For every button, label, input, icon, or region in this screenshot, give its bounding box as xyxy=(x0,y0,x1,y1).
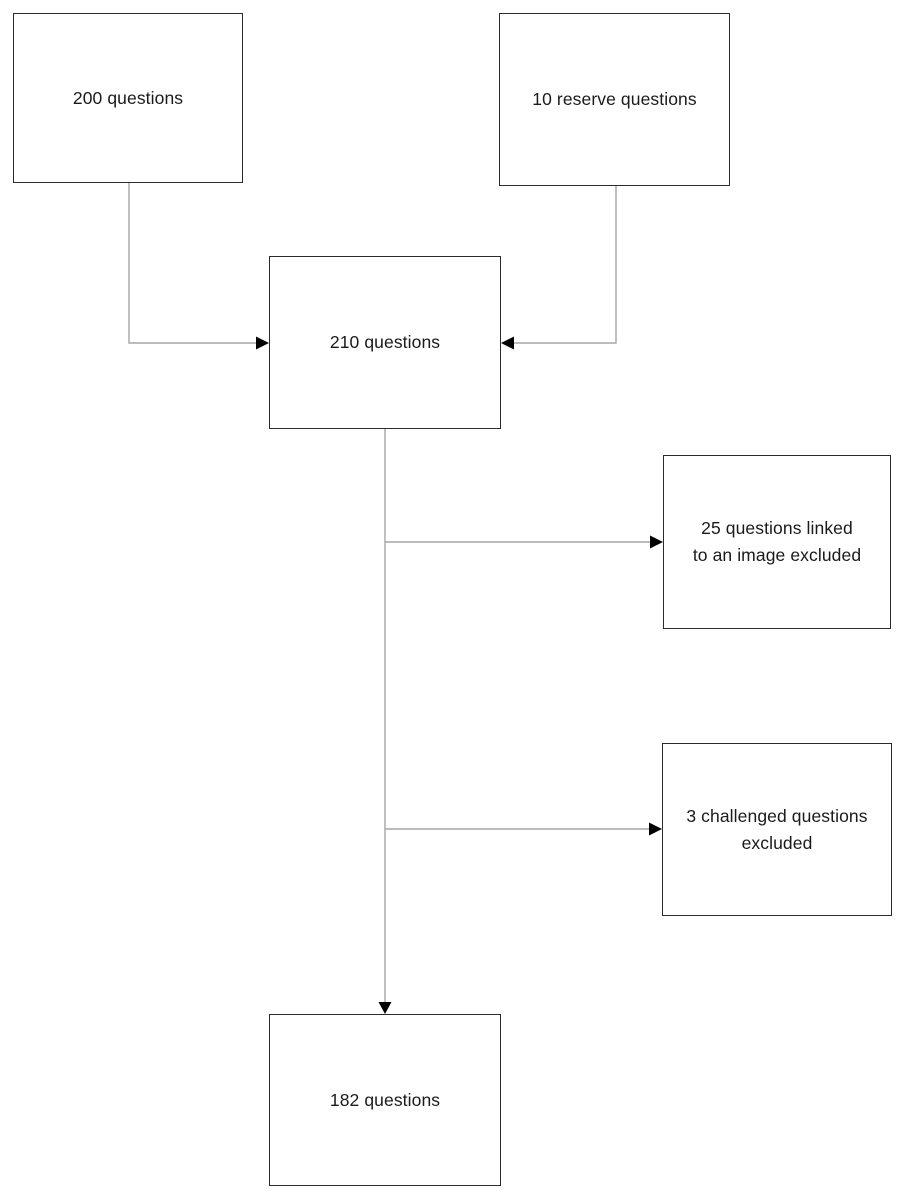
node-source-main-label: 200 questions xyxy=(72,87,184,108)
node-excluded-challenged[interactable]: 3 challenged questions excluded xyxy=(662,743,892,916)
edge-reserve-to-pooled xyxy=(501,186,617,350)
node-source-reserve[interactable]: 10 reserve questions xyxy=(499,13,730,186)
node-excluded-image-label: 25 questions linked to an image excluded xyxy=(692,518,862,565)
edge-pooled-to-excluded-image xyxy=(385,535,663,549)
edge-main-to-pooled xyxy=(128,183,269,350)
node-pooled[interactable]: 210 questions xyxy=(269,256,501,429)
node-final[interactable]: 182 questions xyxy=(269,1014,501,1186)
node-final-label: 182 questions xyxy=(329,1089,441,1110)
node-source-main[interactable]: 200 questions xyxy=(13,13,243,183)
edge-pooled-to-final xyxy=(378,429,392,1014)
node-excluded-image[interactable]: 25 questions linked to an image excluded xyxy=(663,455,891,629)
node-source-reserve-label: 10 reserve questions xyxy=(532,89,697,109)
edge-pooled-to-excluded-challenged xyxy=(385,822,662,836)
node-excluded-challenged-label: 3 challenged questions excluded xyxy=(686,805,868,853)
node-pooled-label: 210 questions xyxy=(329,332,441,352)
